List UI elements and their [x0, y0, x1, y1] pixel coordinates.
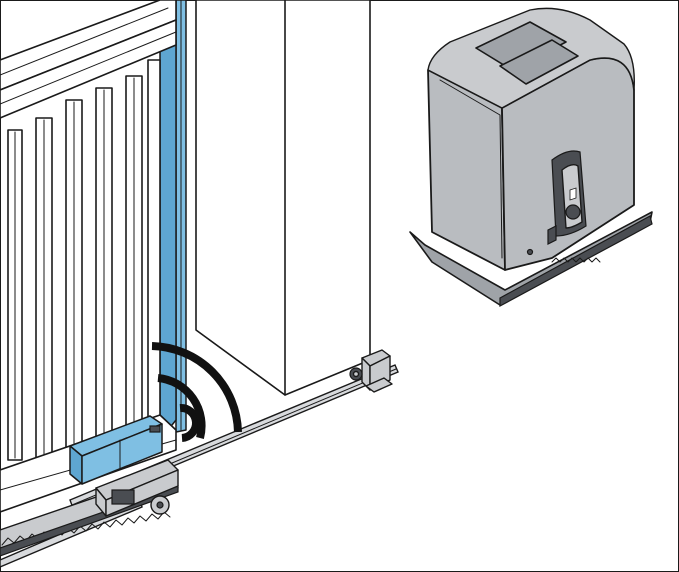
- receiver-photocell: [349, 349, 393, 393]
- signal-waves: [151, 342, 242, 442]
- gate-pillar: [195, 0, 371, 396]
- signal-wave-small: [179, 404, 201, 442]
- mounting-bracket: [95, 459, 179, 517]
- release-handle: [547, 150, 587, 245]
- blue-edge-profile: [159, 0, 187, 433]
- signal-wave-large: [151, 342, 242, 433]
- sliding-gate: [0, 0, 177, 513]
- wireless-edge-transmitter: [69, 415, 163, 485]
- signal-wave-medium: [157, 374, 206, 440]
- gate-motor-unit: [409, 7, 653, 308]
